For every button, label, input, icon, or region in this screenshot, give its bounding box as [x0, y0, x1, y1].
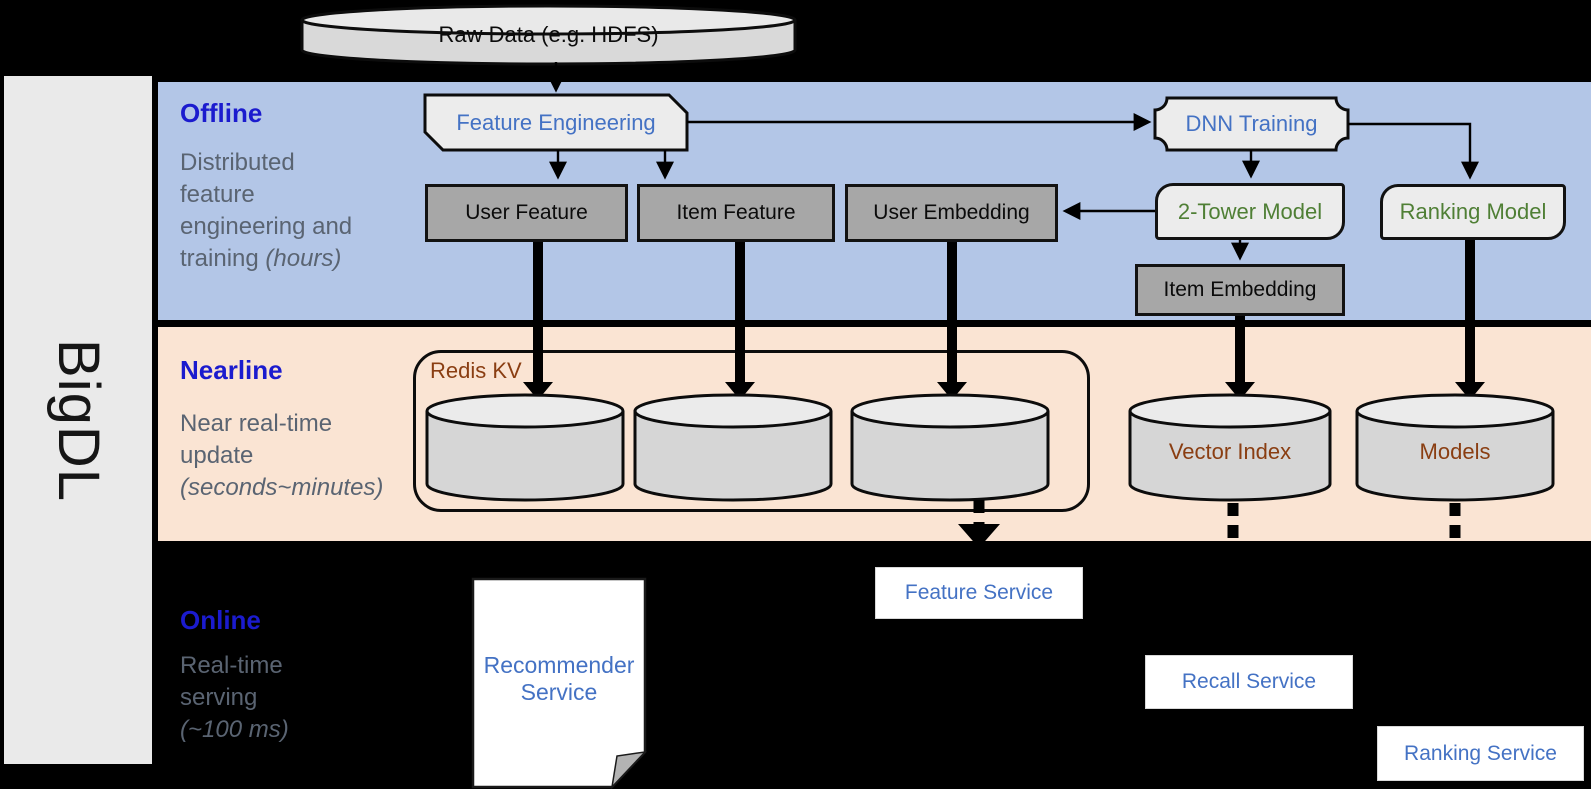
- vector-index-cylinder: [1128, 393, 1332, 502]
- kv-cylinder-2: [633, 393, 833, 502]
- nearline-desc-line1: Near real-time: [180, 410, 333, 437]
- two-tower-model-box: 2-Tower Model: [1155, 183, 1345, 240]
- nearline-section-description: Near real-time update (seconds~minutes): [180, 408, 430, 504]
- dnn-training-label: DNN Training: [1185, 111, 1318, 136]
- user-feature-box: User Feature: [425, 184, 628, 242]
- recommender-service-document: [471, 577, 648, 789]
- online-desc-line2: serving: [180, 684, 258, 711]
- offline-desc-line1: Distributed: [180, 149, 295, 176]
- offline-desc-line4-italic: (hours): [265, 245, 342, 272]
- pipe-item-feature-to-kv2: [725, 242, 755, 400]
- online-section-title: Online: [180, 605, 261, 635]
- kv-cylinder-3: [850, 393, 1050, 502]
- online-section-description: Real-time serving (~100 ms): [180, 650, 430, 746]
- online-desc-line1: Real-time: [180, 652, 283, 679]
- bigdl-sidebar: BigDL: [4, 76, 152, 764]
- recommender-service-label: Recommender Service: [483, 652, 635, 705]
- pipe-user-embedding-to-kv3: [937, 242, 967, 400]
- offline-section-description: Distributed feature engineering and trai…: [180, 147, 430, 275]
- redis-kv-label: Redis KV: [430, 358, 522, 383]
- nearline-desc-line3-italic: (seconds~minutes): [180, 474, 384, 501]
- raw-data-cylinder: [300, 4, 797, 66]
- dnn-training-shape: [1153, 96, 1350, 152]
- feature-engineering-label: Feature Engineering: [456, 109, 656, 135]
- online-desc-line3-italic: (~100 ms): [180, 716, 289, 743]
- offline-desc-line2: feature: [180, 181, 255, 208]
- pipe-user-feature-to-kv1: [523, 242, 553, 400]
- offline-desc-line3: engineering and: [180, 213, 353, 240]
- nearline-section-title: Nearline: [180, 355, 283, 385]
- nearline-desc-line2: update: [180, 442, 254, 469]
- feature-service-box: Feature Service: [875, 567, 1083, 619]
- pipe-ranking-model-to-models: [1455, 240, 1485, 400]
- pipe-item-embedding-to-vector-index: [1225, 316, 1255, 400]
- offline-desc-line4: training: [180, 245, 266, 272]
- ranking-model-box: Ranking Model: [1380, 184, 1566, 240]
- ranking-service-box: Ranking Service: [1377, 726, 1584, 781]
- models-label: Models: [1419, 439, 1491, 464]
- raw-data-label: Raw Data (e.g. HDFS): [438, 22, 659, 47]
- feature-engineering-shape: [423, 93, 689, 152]
- item-feature-box: Item Feature: [637, 184, 835, 242]
- user-embedding-box: User Embedding: [845, 184, 1058, 242]
- kv-cylinder-1: [425, 393, 625, 502]
- item-embedding-box: Item Embedding: [1135, 264, 1345, 316]
- redis-kv-container: [413, 350, 1090, 512]
- vector-index-label: Vector Index: [1168, 439, 1292, 464]
- dashed-kv-to-feature-service: [958, 500, 1000, 548]
- offline-section-title: Offline: [180, 98, 263, 128]
- models-cylinder: [1355, 393, 1555, 502]
- arrow-dnn-to-ranking-model: [1348, 122, 1479, 180]
- recall-service-box: Recall Service: [1145, 655, 1353, 709]
